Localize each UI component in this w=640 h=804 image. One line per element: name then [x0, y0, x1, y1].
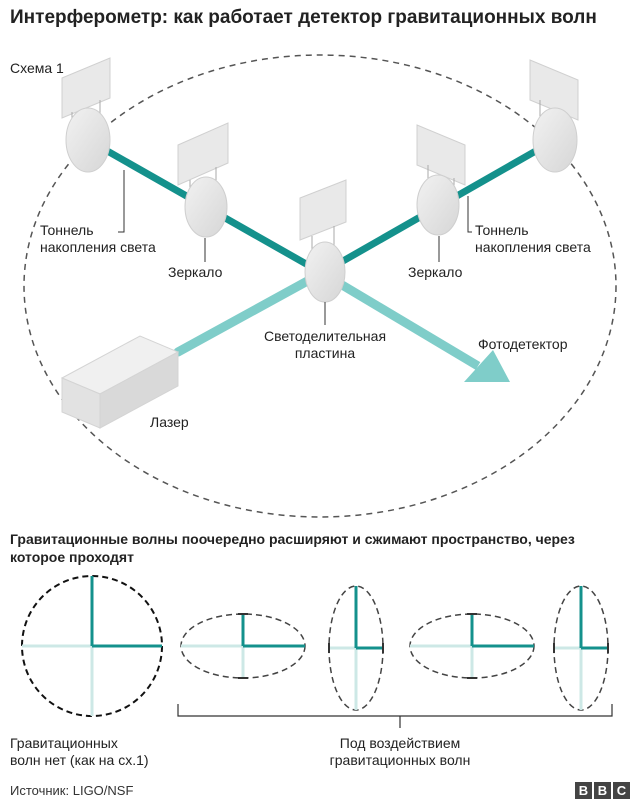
label-beam-splitter: Светоделительная пластина [250, 328, 400, 362]
label-tunnel-right-line2: накопления света [475, 239, 591, 255]
scheme-label: Схема 1 [10, 60, 64, 76]
tunnel-right-leader [467, 196, 472, 233]
label-under-waves: Под воздействием гравитационных волн [300, 735, 500, 769]
bbc-logo: B B C [575, 782, 630, 799]
label-under-waves-line1: Под воздействием [339, 735, 461, 751]
section-subtitle: Гравитационные волны поочередно расширяю… [10, 531, 575, 565]
output-beam [319, 269, 481, 370]
stretched-horizontal-ellipse-2 [409, 613, 535, 679]
mirror-far-right-icon [529, 59, 579, 173]
label-photodetector: Фотодетектор [478, 336, 568, 352]
stretched-vertical-ellipse-2 [553, 585, 609, 711]
source-text: Источник: LIGO/NSF [10, 783, 134, 798]
label-laser: Лазер [150, 414, 189, 430]
label-mirror-left: Зеркало [168, 264, 223, 280]
mirror-left-icon [177, 122, 229, 238]
no-waves-circle-diagram [21, 575, 163, 717]
boundary-ellipse [23, 54, 617, 518]
laser-beam [173, 268, 327, 357]
label-mirror-right: Зеркало [408, 264, 463, 280]
stretched-horizontal-ellipse-1 [180, 613, 306, 679]
tunnel-left-leader [118, 170, 125, 233]
bbc-logo-letter-c: C [613, 782, 630, 799]
interferometer-diagram [21, 54, 617, 728]
label-tunnel-left: Тоннель накопления света [40, 222, 156, 256]
stretched-vertical-ellipse-1 [328, 585, 384, 711]
photodetector-arrow-icon [464, 350, 510, 382]
label-tunnel-right: Тоннель накопления света [475, 222, 591, 256]
bbc-logo-letter-b2: B [594, 782, 611, 799]
bbc-logo-letter-b1: B [575, 782, 592, 799]
label-tunnel-left-line2: накопления света [40, 239, 156, 255]
label-under-waves-line2: гравитационных волн [329, 752, 471, 768]
label-no-waves-line1: Гравитационных [10, 735, 118, 751]
mirror-right-icon [416, 124, 466, 236]
mirror-far-left-icon [61, 57, 111, 173]
beam-splitter-icon [299, 179, 347, 303]
page-title: Интерферометр: как работает детектор гра… [10, 7, 597, 28]
label-no-waves-line2: волн нет (как на сх.1) [10, 752, 149, 768]
label-beam-splitter-line1: Светоделительная [263, 328, 387, 344]
label-tunnel-left-line1: Тоннель [40, 222, 94, 238]
under-waves-bracket [177, 704, 613, 717]
label-beam-splitter-line2: пластина [294, 345, 356, 361]
laser-box-icon [60, 335, 180, 429]
label-no-waves: Гравитационных волн нет (как на сх.1) [10, 735, 149, 769]
label-tunnel-right-line1: Тоннель [475, 222, 529, 238]
